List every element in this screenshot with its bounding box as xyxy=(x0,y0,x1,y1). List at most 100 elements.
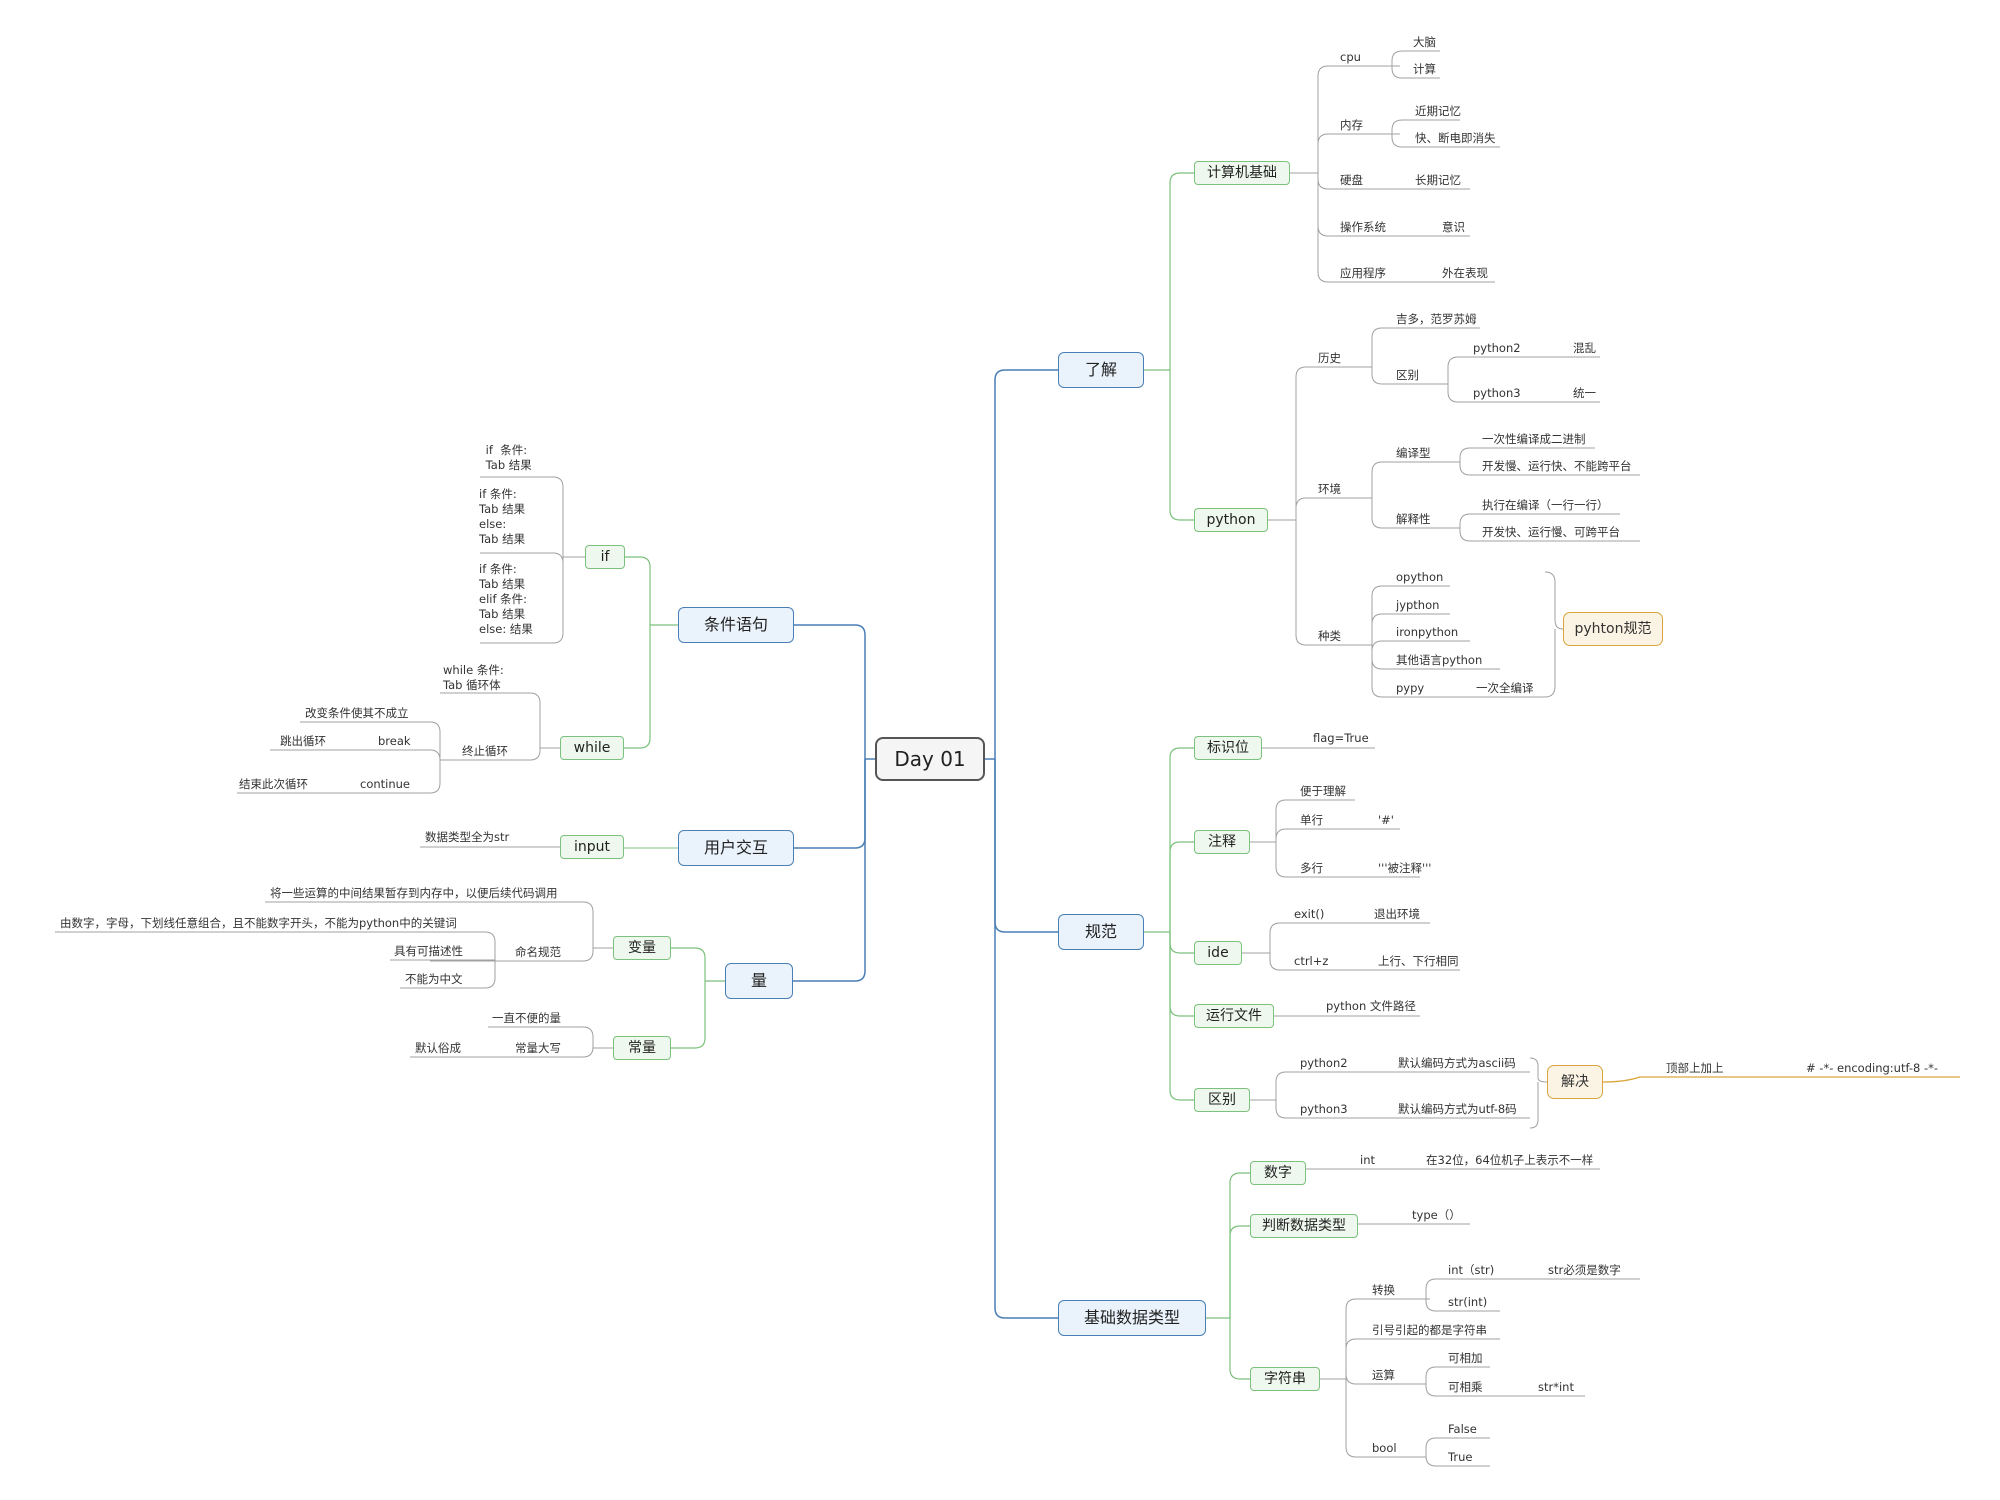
leaf-fast-volatile[interactable]: 快、断电即消失 xyxy=(1415,131,1496,145)
note-solution[interactable]: 解决 xyxy=(1547,1065,1603,1099)
leaf-unchanging[interactable]: 一直不便的量 xyxy=(492,1011,561,1025)
leaf-operation[interactable]: 运算 xyxy=(1372,1368,1395,1382)
leaf-all-str[interactable]: 数据类型全为str xyxy=(425,830,510,844)
leaf-int-bits[interactable]: 在32位，64位机子上表示不一样 xyxy=(1426,1153,1594,1167)
leaf-constant-upper[interactable]: 常量大写 xyxy=(515,1041,561,1055)
leaf-python3[interactable]: python3 xyxy=(1473,386,1521,400)
subtopic-python[interactable]: python xyxy=(1194,508,1268,532)
leaf-other-python[interactable]: 其他语言python xyxy=(1396,653,1483,667)
leaf-pypy[interactable]: pypy xyxy=(1396,681,1425,695)
subtopic-number[interactable]: 数字 xyxy=(1250,1161,1306,1185)
leaf-chaos[interactable]: 混乱 xyxy=(1573,341,1596,355)
leaf-terminate-loop[interactable]: 终止循环 xyxy=(462,744,508,758)
leaf-guido[interactable]: 吉多，范罗苏姆 xyxy=(1396,312,1477,326)
leaf-break[interactable]: break xyxy=(378,734,411,748)
leaf-compiled-2[interactable]: 开发慢、运行快、不能跨平台 xyxy=(1482,459,1632,473)
subtopic-computer-basics[interactable]: 计算机基础 xyxy=(1194,161,1290,185)
leaf-break-loop[interactable]: 跳出循环 xyxy=(280,734,326,748)
leaf-ctrl-z[interactable]: ctrl+z xyxy=(1294,954,1329,968)
leaf-brain[interactable]: 大脑 xyxy=(1413,35,1436,49)
leaf-encoding-line[interactable]: # -*- encoding:utf-8 -*- xyxy=(1806,1061,1939,1075)
subtopic-difference[interactable]: 区别 xyxy=(1194,1088,1250,1112)
leaf-kinds[interactable]: 种类 xyxy=(1318,629,1341,643)
leaf-difference[interactable]: 区别 xyxy=(1396,368,1419,382)
leaf-end-iteration[interactable]: 结束此次循环 xyxy=(239,777,308,791)
main-topic-basic-data-types[interactable]: 基础数据类型 xyxy=(1058,1300,1206,1336)
leaf-flag-true[interactable]: flag=True xyxy=(1313,731,1369,745)
leaf-awareness[interactable]: 意识 xyxy=(1442,220,1465,234)
leaf-compiled[interactable]: 编译型 xyxy=(1396,446,1431,460)
leaf-ironpython[interactable]: ironpython xyxy=(1396,625,1459,639)
leaf-compiled-1[interactable]: 一次性编译成二进制 xyxy=(1482,432,1586,446)
leaf-environment[interactable]: 环境 xyxy=(1318,482,1341,496)
leaf-python2[interactable]: python2 xyxy=(1473,341,1521,355)
leaf-naming-composition[interactable]: 由数字，字母，下划线任意组合，且不能数字开头，不能为python中的关键词 xyxy=(60,916,457,930)
leaf-ascii[interactable]: 默认编码方式为ascii码 xyxy=(1398,1056,1516,1070)
leaf-file-path[interactable]: python 文件路径 xyxy=(1326,999,1416,1013)
leaf-no-chinese[interactable]: 不能为中文 xyxy=(405,972,463,986)
main-topic-user-interaction[interactable]: 用户交互 xyxy=(678,830,794,866)
subtopic-constant[interactable]: 常量 xyxy=(613,1036,671,1060)
leaf-int[interactable]: int xyxy=(1360,1153,1375,1167)
root-topic[interactable]: Day 01 xyxy=(875,737,985,781)
subtopic-input[interactable]: input xyxy=(560,835,624,859)
leaf-continue[interactable]: continue xyxy=(360,777,411,791)
leaf-descriptive[interactable]: 具有可描述性 xyxy=(394,944,463,958)
leaf-os[interactable]: 操作系统 xyxy=(1340,220,1386,234)
leaf-memory[interactable]: 内存 xyxy=(1340,118,1363,132)
leaf-bool[interactable]: bool xyxy=(1372,1441,1397,1455)
leaf-compute[interactable]: 计算 xyxy=(1413,62,1436,76)
leaf-convert[interactable]: 转换 xyxy=(1372,1283,1395,1297)
leaf-if-simple[interactable]: if 条件: Tab 结果 xyxy=(485,443,532,472)
leaf-unified[interactable]: 统一 xyxy=(1573,386,1596,400)
leaf-long-term[interactable]: 长期记忆 xyxy=(1415,173,1461,187)
leaf-interpreted-2[interactable]: 开发快、运行慢、可跨平台 xyxy=(1482,525,1620,539)
leaf-appearance[interactable]: 外在表现 xyxy=(1442,266,1488,280)
leaf-utf8[interactable]: 默认编码方式为utf-8码 xyxy=(1398,1102,1517,1116)
main-topic-liaojie[interactable]: 了解 xyxy=(1058,352,1144,388)
subtopic-ide[interactable]: ide xyxy=(1194,941,1242,965)
leaf-exit-env[interactable]: 退出环境 xyxy=(1374,907,1420,921)
leaf-addable[interactable]: 可相加 xyxy=(1448,1351,1483,1365)
leaf-while-body[interactable]: while 条件: Tab 循环体 xyxy=(443,663,504,692)
leaf-triple-quote[interactable]: '''被注释''' xyxy=(1378,861,1432,875)
leaf-if-elif-else[interactable]: if 条件: Tab 结果 elif 条件: Tab 结果 else: 结果 xyxy=(479,562,533,636)
leaf-str-int[interactable]: str(int) xyxy=(1448,1295,1488,1309)
subtopic-if[interactable]: if xyxy=(585,545,625,569)
leaf-false[interactable]: False xyxy=(1448,1422,1477,1436)
leaf-cpu[interactable]: cpu xyxy=(1340,50,1361,64)
leaf-change-condition[interactable]: 改变条件使其不成立 xyxy=(305,706,409,720)
subtopic-while[interactable]: while xyxy=(560,736,624,760)
leaf-single-line[interactable]: 单行 xyxy=(1300,813,1323,827)
leaf-type[interactable]: type（） xyxy=(1412,1208,1461,1222)
leaf-quotes-string[interactable]: 引号引起的都是字符串 xyxy=(1372,1323,1487,1337)
leaf-short-term[interactable]: 近期记忆 xyxy=(1415,104,1461,118)
leaf-true[interactable]: True xyxy=(1448,1450,1473,1464)
leaf-same-up-down[interactable]: 上行、下行相同 xyxy=(1378,954,1459,968)
main-topic-conditions[interactable]: 条件语句 xyxy=(678,607,794,643)
leaf-full-compile[interactable]: 一次全编译 xyxy=(1476,681,1534,695)
leaf-top-add[interactable]: 顶部上加上 xyxy=(1666,1061,1724,1075)
leaf-application[interactable]: 应用程序 xyxy=(1340,266,1386,280)
main-topic-quantity[interactable]: 量 xyxy=(725,963,793,999)
leaf-exit[interactable]: exit() xyxy=(1294,907,1325,921)
subtopic-check-type[interactable]: 判断数据类型 xyxy=(1250,1214,1358,1238)
leaf-easy-understand[interactable]: 便于理解 xyxy=(1300,784,1346,798)
subtopic-run-file[interactable]: 运行文件 xyxy=(1194,1004,1274,1028)
leaf-opython[interactable]: opython xyxy=(1396,570,1444,584)
leaf-python2-enc[interactable]: python2 xyxy=(1300,1056,1348,1070)
subtopic-comments[interactable]: 注释 xyxy=(1194,830,1250,854)
leaf-python3-enc[interactable]: python3 xyxy=(1300,1102,1348,1116)
leaf-interpreted[interactable]: 解释性 xyxy=(1396,512,1431,526)
subtopic-string[interactable]: 字符串 xyxy=(1250,1367,1320,1391)
main-topic-guifan[interactable]: 规范 xyxy=(1058,914,1144,950)
leaf-store-intermediate[interactable]: 将一些运算的中间结果暂存到内存中，以便后续代码调用 xyxy=(270,886,558,900)
leaf-disk[interactable]: 硬盘 xyxy=(1340,173,1363,187)
leaf-jypthon[interactable]: jypthon xyxy=(1396,598,1440,612)
leaf-str-mul-int[interactable]: str*int xyxy=(1538,1380,1574,1394)
leaf-convention[interactable]: 默认俗成 xyxy=(415,1041,461,1055)
leaf-int-str[interactable]: int（str) xyxy=(1448,1263,1495,1277)
leaf-if-else[interactable]: if 条件: Tab 结果 else: Tab 结果 xyxy=(479,487,526,546)
leaf-interpreted-1[interactable]: 执行在编译（一行一行） xyxy=(1482,498,1609,512)
leaf-multipliable[interactable]: 可相乘 xyxy=(1448,1380,1483,1394)
